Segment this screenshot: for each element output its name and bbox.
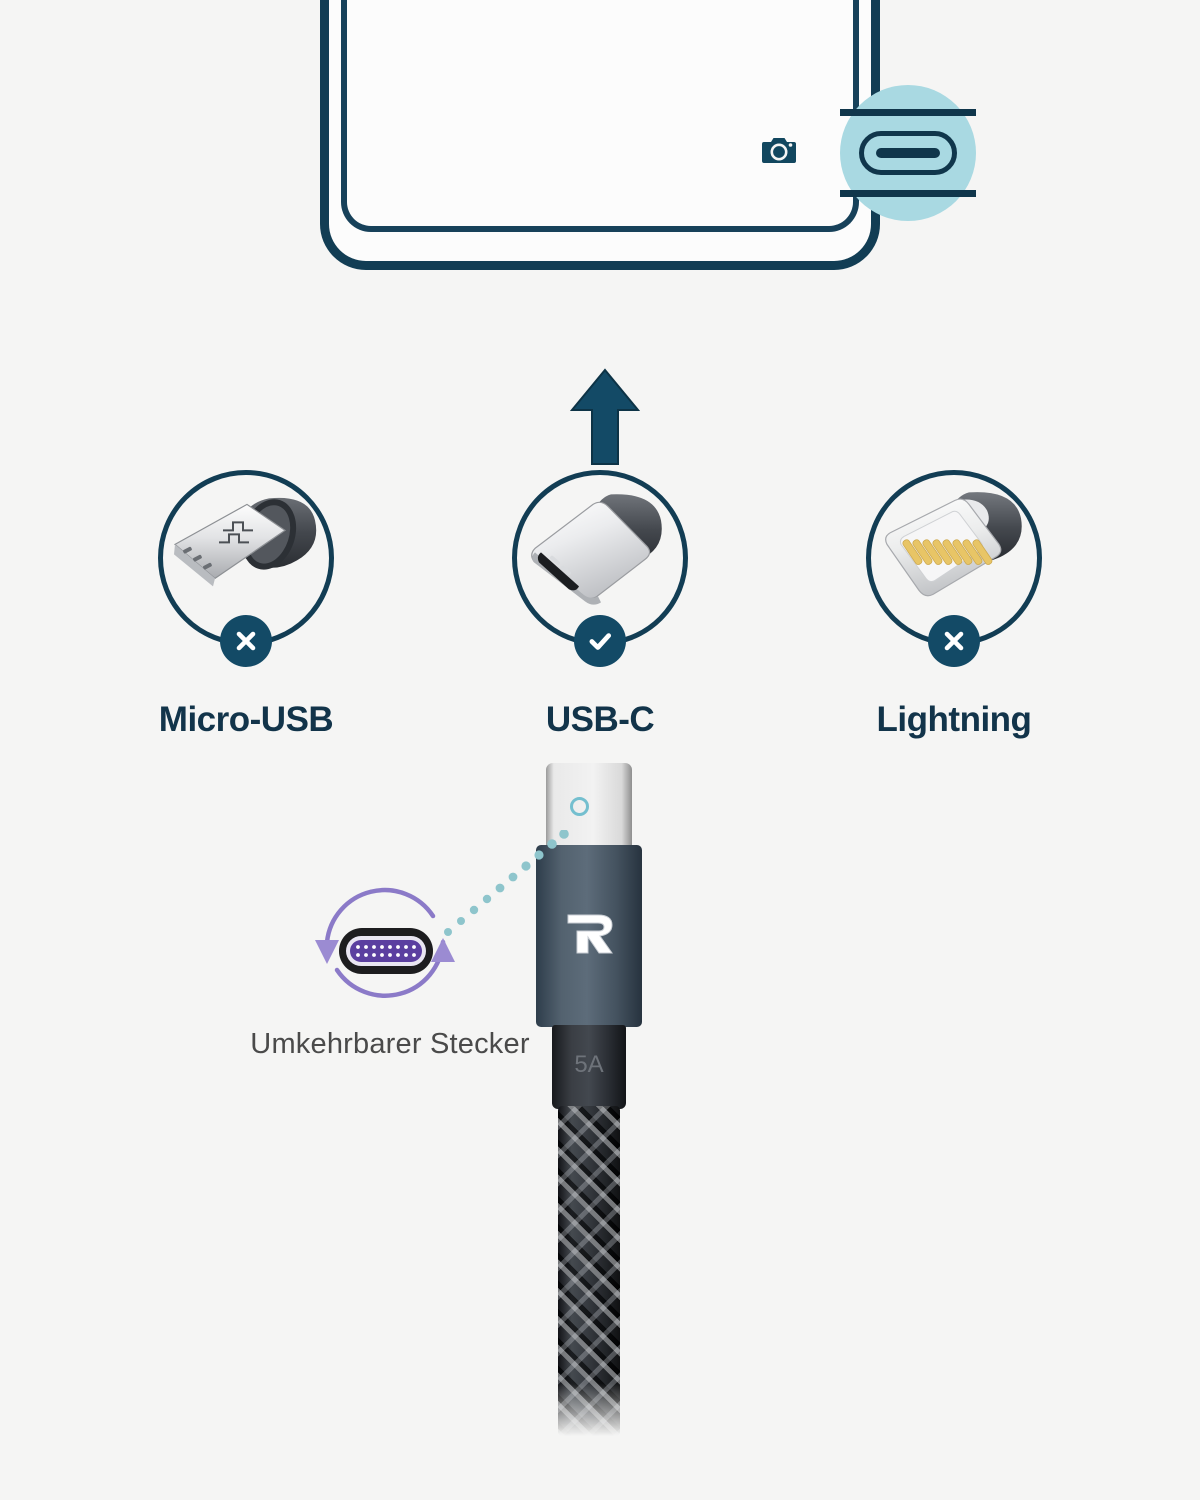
rotation-arrows-icon xyxy=(315,887,455,998)
lightning-connector-icon xyxy=(885,492,1022,597)
micro-usb-connector-icon xyxy=(173,497,317,587)
reversible-plug-caption: Umkehrbarer Stecker xyxy=(250,1028,530,1060)
connector-label: USB-C xyxy=(545,700,655,739)
cable-strain-relief: 5A xyxy=(552,1025,626,1109)
rampow-r-logo xyxy=(567,914,613,954)
fingerprint-icon xyxy=(564,0,636,7)
cable-illustration: 5A xyxy=(0,740,1200,1500)
connector-label: Micro-USB xyxy=(158,700,334,739)
usb-c-port-icon xyxy=(859,131,957,175)
connector-circle xyxy=(158,470,334,667)
dotted-leader-line xyxy=(444,830,569,936)
connector-circle xyxy=(512,470,688,667)
status-badge-compatible xyxy=(574,615,626,667)
usb-c-port-highlight xyxy=(840,85,976,221)
connector-item-usb-c[interactable]: USB-C xyxy=(485,470,715,740)
check-icon xyxy=(589,633,612,650)
connector-compatibility-row: Micro-USB xyxy=(0,470,1200,740)
usb-c-connector-icon xyxy=(531,494,662,605)
connector-circle xyxy=(866,470,1042,667)
connector-item-lightning[interactable]: Lightning xyxy=(839,470,1069,740)
usb-c-port-reversible-icon xyxy=(315,887,455,998)
connector-label: Lightning xyxy=(876,700,1032,739)
camera-icon xyxy=(762,138,796,163)
status-badge-incompatible xyxy=(928,615,980,667)
cable-connector-housing xyxy=(536,845,642,1027)
amperage-label: 5A xyxy=(574,1051,604,1078)
cross-icon xyxy=(944,631,964,651)
up-arrow-icon xyxy=(570,368,640,465)
connector-item-micro-usb[interactable]: Micro-USB xyxy=(131,470,361,740)
cross-icon xyxy=(236,631,256,651)
teal-circle-marker xyxy=(570,797,589,816)
status-badge-incompatible xyxy=(220,615,272,667)
smartphone-illustration xyxy=(320,0,976,280)
phone-inner-frame xyxy=(341,0,859,232)
nylon-braided-cable xyxy=(558,1106,620,1436)
